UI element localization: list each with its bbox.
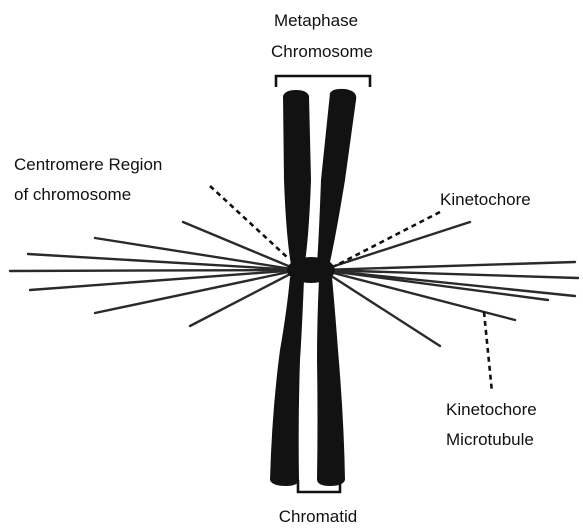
- microtubule-right-1: [322, 222, 470, 270]
- microtubule-left-3: [28, 254, 298, 270]
- centromere-leader: [210, 186, 288, 258]
- microtubule-left-2: [95, 238, 298, 270]
- chromatid-lower-left: [270, 277, 304, 486]
- chromatid-upper-right: [317, 89, 356, 264]
- microtubule-right-2: [322, 262, 575, 270]
- label-centromere-line2: of chromosome: [14, 185, 131, 204]
- microtubule-left-5: [30, 270, 298, 290]
- microtubule-left-4: [10, 270, 298, 271]
- kmt-leader: [484, 312, 492, 392]
- label-metaphase-line2: Chromosome: [271, 42, 373, 61]
- kinetochore-leader: [335, 212, 440, 266]
- metaphase-chromosome: [270, 89, 356, 486]
- label-chromatid: Chromatid: [279, 507, 357, 526]
- label-metaphase-line1: Metaphase: [274, 11, 358, 30]
- microtubule-right-6: [322, 270, 515, 320]
- microtubule-left-1: [183, 222, 298, 270]
- chromatid-lower-right: [317, 277, 345, 486]
- label-kinetochore: Kinetochore: [440, 190, 531, 209]
- chromatid-gap-lower: [308, 290, 314, 478]
- chromatid-gap-upper: [313, 110, 317, 255]
- metaphase-bracket: [276, 76, 370, 87]
- chromatid-upper-left: [283, 90, 311, 265]
- label-kmt-line2: Microtubule: [446, 430, 534, 449]
- label-kmt-line1: Kinetochore: [446, 400, 537, 419]
- microtubule-left-7: [190, 270, 298, 326]
- label-centromere-line1: Centromere Region: [14, 155, 162, 174]
